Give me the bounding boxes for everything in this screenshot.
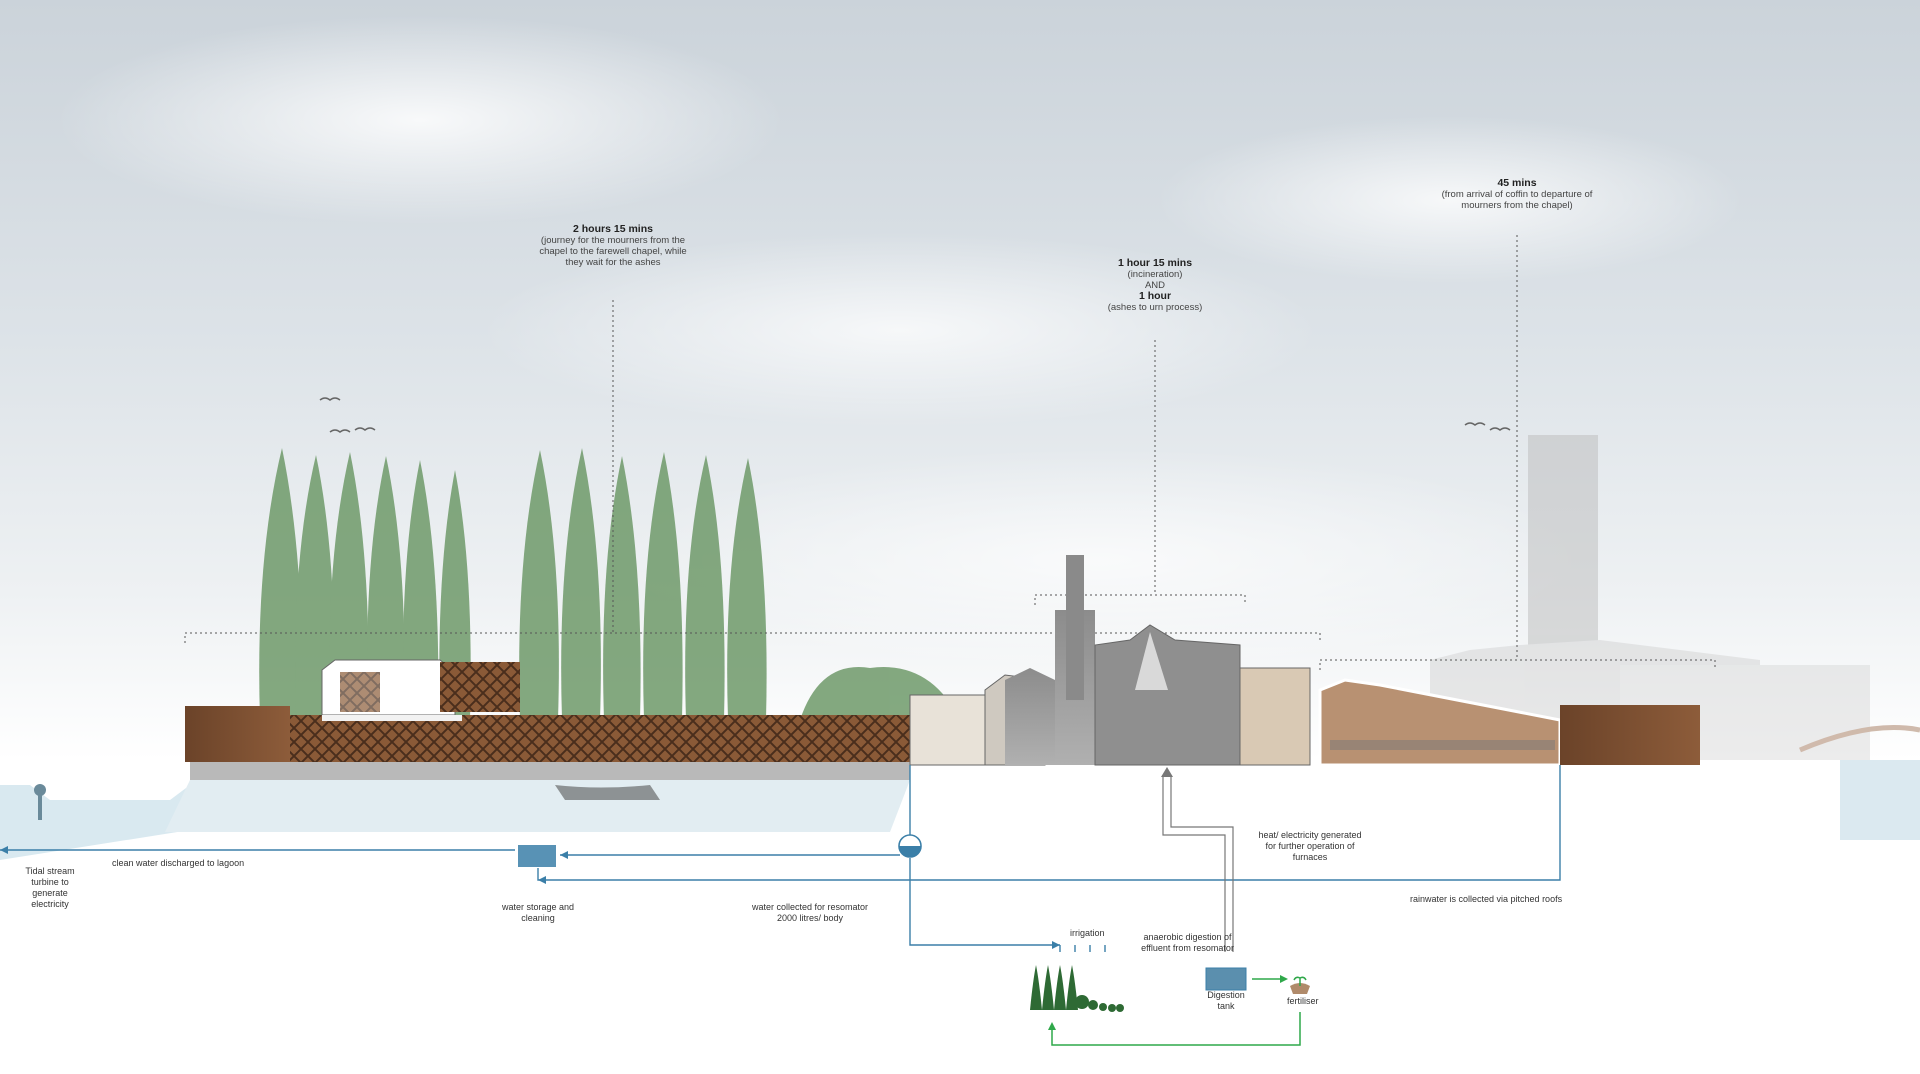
chapel-desc-2: mourners from the chapel) bbox=[1461, 200, 1573, 211]
tidal-line-1: Tidal stream bbox=[25, 866, 75, 876]
fertiliser-icon bbox=[1290, 976, 1310, 994]
farewell-chapel-building bbox=[185, 659, 910, 762]
zone-brackets bbox=[184, 235, 1716, 670]
water-resomator-line-1: water collected for resomator bbox=[751, 902, 869, 912]
crematorium-building bbox=[909, 555, 1311, 766]
water-flow-lines bbox=[0, 765, 1561, 952]
tidal-line-3: generate bbox=[32, 888, 68, 898]
fertiliser-label: fertiliser bbox=[1287, 996, 1319, 1006]
rainwater-label: rainwater is collected via pitched roofs bbox=[1410, 894, 1563, 904]
digestion-line-1: Digestion bbox=[1207, 990, 1245, 1000]
water-resomator-label: water collected for resomator 2000 litre… bbox=[735, 902, 885, 924]
anaerobic-line-1: anaerobic digestion of bbox=[1143, 932, 1232, 942]
irrigation-trees-icon bbox=[1030, 965, 1124, 1012]
tidal-line-4: electricity bbox=[31, 899, 69, 909]
farewell-annotation: 2 hours 15 mins (journey for the mourner… bbox=[538, 223, 688, 269]
digestion-tank bbox=[1205, 967, 1247, 991]
incineration-and: AND bbox=[1144, 280, 1166, 291]
farewell-duration: 2 hours 15 mins bbox=[573, 223, 653, 235]
water-storage-label: water storage and cleaning bbox=[478, 902, 598, 924]
building-platform bbox=[165, 760, 1920, 840]
nutrient-flow-lines bbox=[1051, 978, 1301, 1046]
irrigation-label: irrigation bbox=[1070, 928, 1105, 938]
water-storage-line-1: water storage and bbox=[501, 902, 575, 912]
chapel-desc-1: (from arrival of coffin to departure of bbox=[1441, 189, 1593, 200]
chapel-annotation: 45 mins (from arrival of coffin to depar… bbox=[1427, 177, 1607, 212]
heat-label: heat/ electricity generated for further … bbox=[1240, 830, 1380, 863]
urn-duration: 1 hour bbox=[1138, 290, 1172, 302]
clean-water-label: clean water discharged to lagoon bbox=[112, 858, 245, 868]
farewell-desc-3: they wait for the ashes bbox=[565, 257, 661, 268]
digestion-line-2: tank bbox=[1217, 1001, 1235, 1011]
anaerobic-label: anaerobic digestion of effluent from res… bbox=[1125, 932, 1250, 954]
birds bbox=[319, 397, 1511, 433]
heat-line-1: heat/ electricity generated bbox=[1258, 830, 1362, 840]
water-resomator-line-2: 2000 litres/ body bbox=[776, 913, 844, 923]
tidal-line-2: turbine to bbox=[31, 877, 69, 887]
incineration-duration: 1 hour 15 mins bbox=[1117, 257, 1193, 269]
incineration-desc: (incineration) bbox=[1127, 269, 1183, 280]
incineration-annotation: 1 hour 15 mins (incineration) AND 1 hour… bbox=[1080, 257, 1230, 314]
energy-flow-lines bbox=[1162, 775, 1234, 952]
tidal-label: Tidal stream turbine to generate electri… bbox=[20, 866, 80, 910]
tidal-turbine-area bbox=[0, 784, 190, 860]
chapel-duration: 45 mins bbox=[1497, 177, 1537, 189]
heat-line-2: for further operation of bbox=[1265, 841, 1355, 851]
farewell-desc-1: (journey for the mourners from the bbox=[540, 235, 686, 246]
urn-desc: (ashes to urn process) bbox=[1107, 302, 1203, 313]
water-storage-tank bbox=[518, 845, 556, 867]
farewell-desc-2: chapel to the farewell chapel, while bbox=[539, 246, 687, 257]
heat-line-3: furnaces bbox=[1292, 852, 1328, 862]
digestion-tank-label: Digestion tank bbox=[1200, 990, 1252, 1012]
water-storage-line-2: cleaning bbox=[521, 913, 555, 923]
cypress-trees bbox=[259, 448, 960, 720]
chapel-building bbox=[1318, 678, 1700, 767]
anaerobic-line-2: effluent from resomator bbox=[1141, 943, 1234, 953]
